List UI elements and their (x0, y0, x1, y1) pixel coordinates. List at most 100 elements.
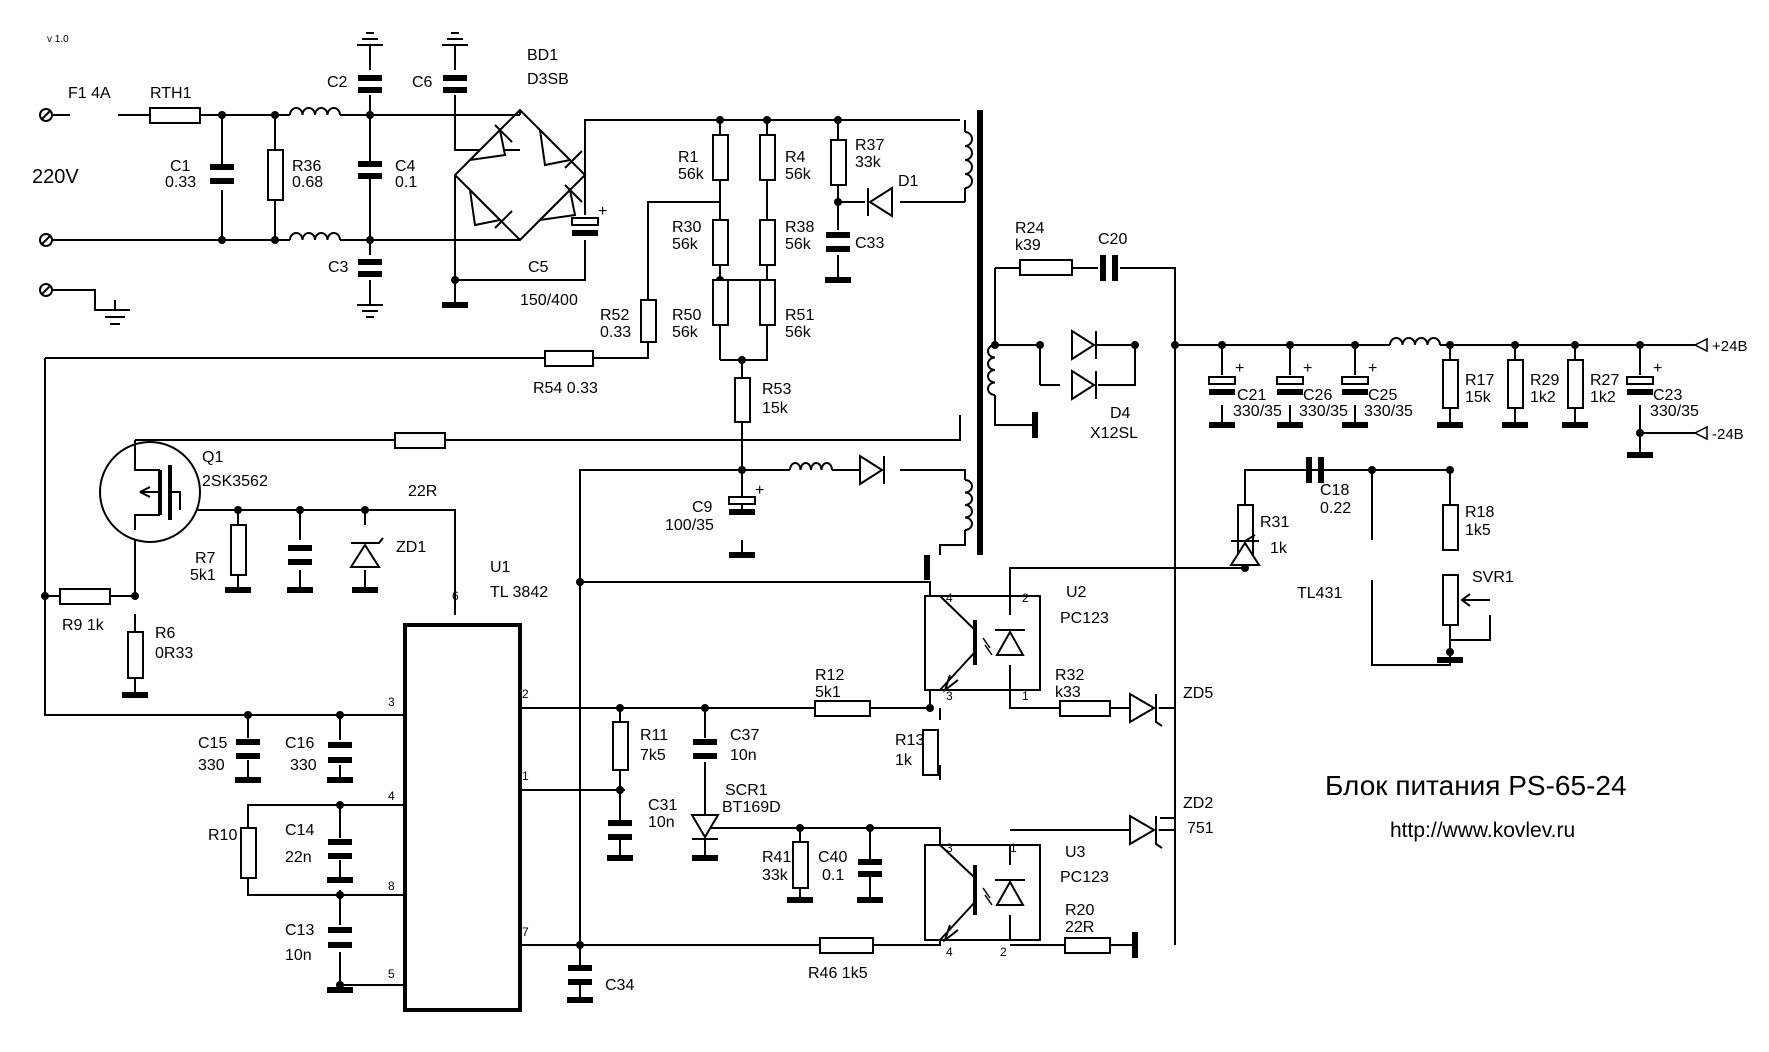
c2-capacitor (358, 75, 382, 93)
label-r31v: 1k (1270, 540, 1288, 557)
transformer-aux-winding (964, 479, 973, 531)
c6-capacitor (443, 75, 467, 93)
neg-output-label: -24В (1712, 426, 1744, 443)
c4-capacitor (358, 161, 382, 179)
label-r50v: 56k (672, 324, 699, 341)
label-u1: U1 (490, 559, 511, 576)
label-c9v: 100/35 (665, 517, 714, 534)
schematic-title: Блок питания PS-65-24 (1325, 770, 1627, 801)
label-c26v: 330/35 (1299, 403, 1348, 420)
bd1-diode-2 (538, 127, 583, 169)
svr1-wiper (1460, 593, 1490, 607)
label-c1v: 0.33 (165, 174, 196, 191)
label-r7v: 5k1 (190, 567, 216, 584)
r13-resistor (922, 729, 939, 776)
label-r12v: 5k1 (815, 684, 841, 701)
c40-capacitor (858, 859, 882, 877)
electrolytic-capacitors: + + + + + + (571, 203, 1662, 515)
label-r1: R1 (678, 149, 699, 166)
r10-resistor (240, 827, 257, 879)
c16-capacitor (328, 742, 352, 763)
q1-mosfet (99, 440, 201, 543)
label-c21: C21 (1237, 387, 1266, 404)
label-zd1: ZD1 (396, 539, 426, 556)
label-u2v: PC123 (1060, 610, 1109, 627)
label-r29v: 1k2 (1530, 389, 1556, 406)
r22-resistor (394, 432, 446, 449)
svg-text:+: + (1303, 360, 1312, 377)
pin-5: 5 (388, 967, 395, 981)
version-label: v 1.0 (47, 34, 69, 45)
pin-4: 4 (388, 789, 395, 803)
label-r4: R4 (785, 149, 806, 166)
label-r13: R13 (895, 732, 924, 749)
label-c4v: 0.1 (395, 174, 417, 191)
svg-text:+: + (1235, 360, 1244, 377)
label-r6v: 0R33 (155, 645, 193, 662)
label-c13v: 10n (285, 947, 312, 964)
resistors (59, 107, 1584, 954)
r29-resistor (1507, 359, 1524, 409)
c3-capacitor (358, 259, 382, 277)
label-c31: C31 (648, 797, 677, 814)
bd1-diode-4 (537, 184, 583, 222)
transformer-secondary (987, 344, 996, 396)
c13-capacitor (328, 927, 352, 948)
r38-resistor (759, 219, 776, 266)
label-c4: C4 (395, 158, 416, 175)
label-c40v: 0.1 (822, 867, 844, 884)
transformer-primary (964, 131, 973, 189)
label-r32: R32 (1055, 667, 1084, 684)
r41-resistor (792, 841, 809, 889)
label-r17: R17 (1465, 372, 1494, 389)
label-c20: C20 (1098, 231, 1127, 248)
label-r30: R30 (672, 219, 701, 236)
u3-pin-1: 1 (1010, 841, 1017, 855)
label-r36v: 0.68 (292, 174, 323, 191)
label-r37v: 33k (855, 154, 882, 171)
label-c18v: 0.22 (1320, 500, 1351, 517)
r36-resistor (267, 149, 284, 201)
label-r41v: 33k (762, 867, 789, 884)
u3-optocoupler (924, 844, 1041, 943)
label-r4v: 56k (785, 166, 812, 183)
label-c14: C14 (285, 822, 314, 839)
c18-capacitor (1306, 457, 1324, 483)
label-r24v: k39 (1015, 237, 1041, 254)
u1-ic (403, 623, 522, 1012)
c15-capacitor (236, 739, 260, 759)
label-r50: R50 (672, 307, 701, 324)
neg-output-arrow (1693, 425, 1708, 441)
label-d4: D4 (1110, 405, 1131, 422)
tl431-regulator (1229, 534, 1261, 566)
label-tl431: TL431 (1297, 585, 1342, 602)
label-r11: R11 (640, 727, 668, 744)
label-c37: C37 (730, 727, 759, 744)
c33-capacitor (826, 232, 850, 252)
r17-resistor (1442, 359, 1459, 409)
inductors (289, 107, 1441, 531)
label-c3: C3 (328, 259, 349, 276)
label-c18: C18 (1320, 482, 1349, 499)
svg-text:+: + (755, 482, 764, 499)
label-r32v: k33 (1055, 684, 1081, 701)
c5-capacitor: + (571, 203, 607, 236)
mains-terminals (39, 108, 53, 297)
rth1-resistor (149, 107, 201, 124)
label-zd5: ZD5 (1183, 685, 1213, 702)
r32-resistor (1059, 700, 1111, 717)
label-r11v: 7k5 (640, 747, 666, 764)
r51-resistor (759, 279, 776, 326)
svr1-trimmer (1442, 574, 1459, 626)
mains-voltage-label: 220V (32, 166, 79, 188)
c-gate-capacitor (288, 545, 312, 565)
r20-resistor (1064, 937, 1111, 954)
label-d1: D1 (898, 173, 919, 190)
r11-resistor (612, 721, 629, 771)
label-c37v: 10n (730, 747, 757, 764)
r24-resistor (1019, 259, 1073, 276)
r18-resistor (1442, 504, 1459, 551)
label-r18v: 1k5 (1465, 522, 1491, 539)
scr1-thyristor (690, 814, 720, 840)
